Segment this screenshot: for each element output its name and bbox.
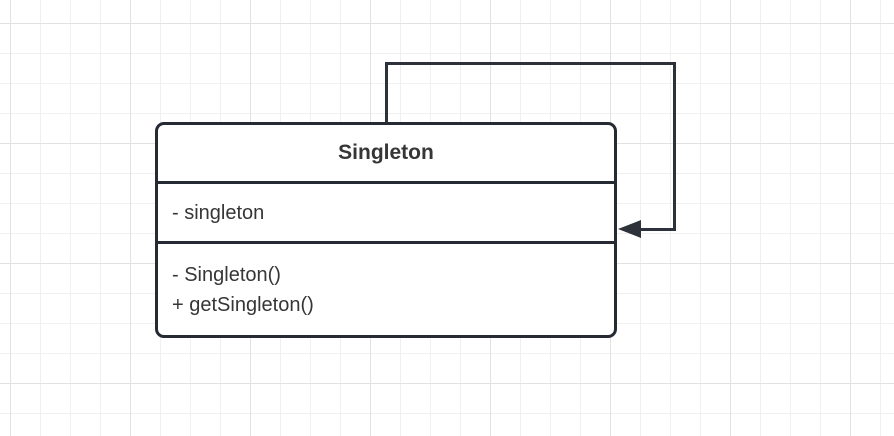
self-association-edge-segment-end[interactable] (638, 228, 676, 231)
class-methods-section[interactable]: - Singleton() + getSingleton() (158, 244, 614, 335)
self-association-edge-segment-top[interactable] (385, 62, 676, 65)
self-association-edge-segment-right[interactable] (673, 62, 676, 231)
class-attributes-section[interactable]: - singleton (158, 184, 614, 241)
class-attribute: - singleton (172, 201, 265, 224)
class-section-divider (158, 241, 614, 244)
class-method: + getSingleton() (172, 293, 314, 316)
self-association-edge-segment-start[interactable] (385, 62, 388, 123)
arrowhead-icon (618, 220, 641, 238)
uml-class-singleton[interactable]: Singleton - singleton - Singleton() + ge… (155, 122, 617, 338)
class-title[interactable]: Singleton (338, 141, 434, 164)
class-section-divider (158, 181, 614, 184)
class-method: - Singleton() (172, 263, 281, 286)
